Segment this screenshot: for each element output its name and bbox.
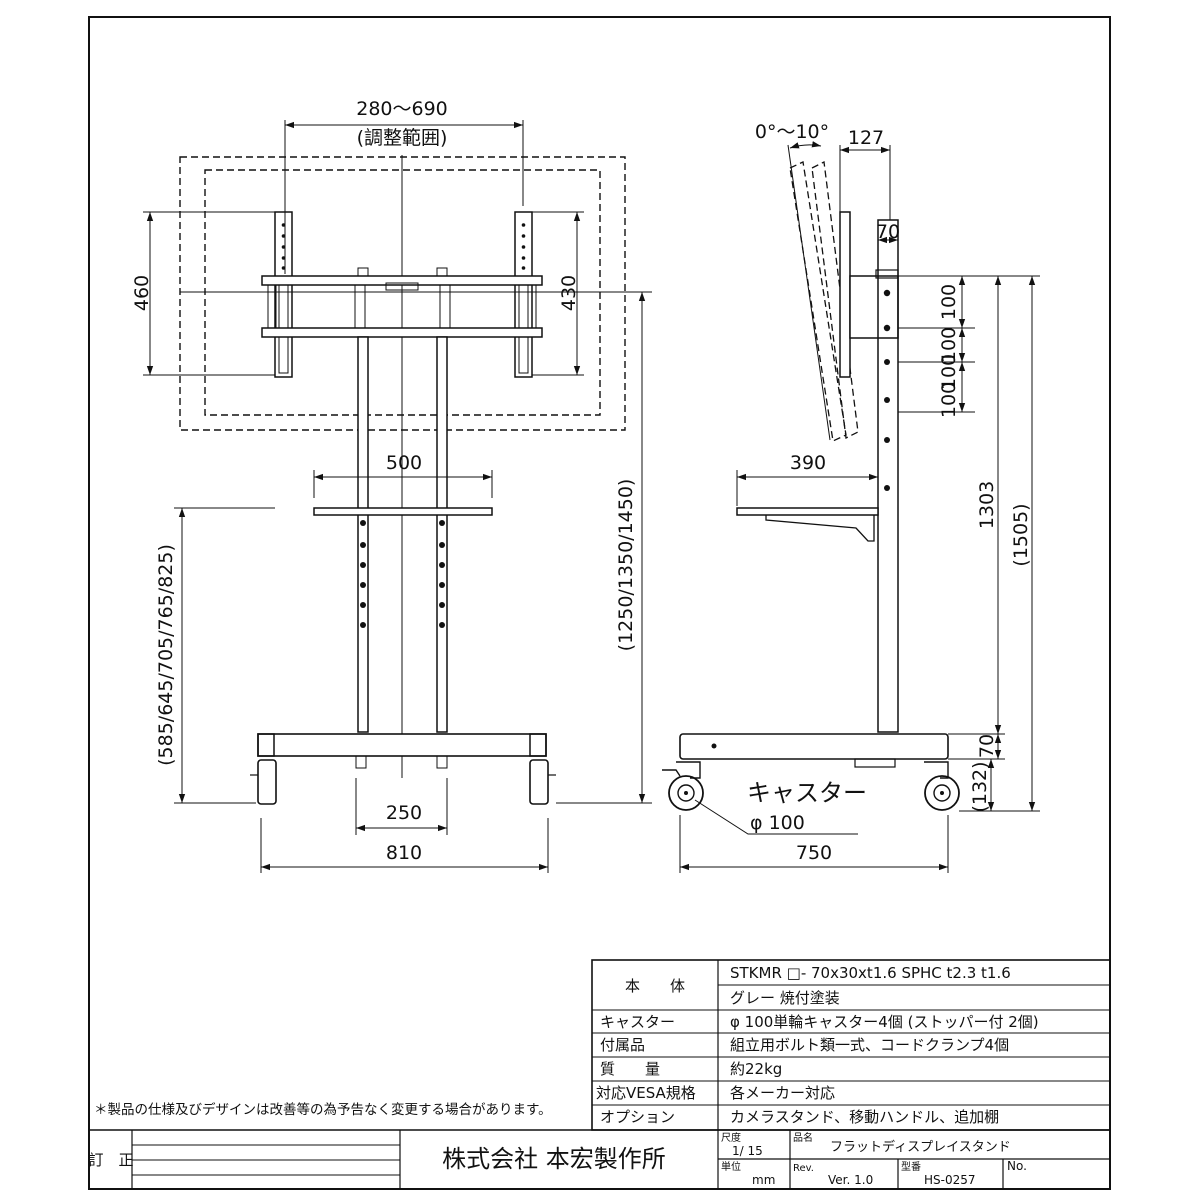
column-left (357, 336, 369, 733)
rev-label: Rev. (793, 1163, 814, 1174)
spec-label-vesa: 対応VESA規格 (596, 1084, 696, 1102)
spec-table (591, 959, 1111, 1131)
spec-value-body-2: グレー 焼付塗装 (730, 989, 840, 1007)
spec-value-vesa: 各メーカー対応 (730, 1084, 835, 1102)
dim-total-height: (1250/1350/1450) (615, 479, 637, 652)
unit-value: mm (752, 1173, 775, 1187)
disclaimer-note: ＊製品の仕様及びデザインは改善等の為予告なく変更する場合があります。 (94, 1101, 552, 1118)
rev-value: Ver. 1.0 (828, 1173, 873, 1187)
caster-wheel-right (924, 775, 960, 811)
display-side (839, 211, 851, 378)
dim-100-d: 100 (938, 382, 960, 418)
column-right (436, 336, 448, 733)
display-tilt-outline-2 (811, 161, 859, 439)
revision-label: 訂 正 (88, 1151, 133, 1169)
dim-750: 750 (796, 842, 832, 864)
spec-label-body: 本 体 (625, 977, 685, 995)
dim-adjust-note: (調整範囲) (357, 127, 448, 149)
no-label: No. (1007, 1159, 1027, 1173)
drawing-frame (88, 16, 1111, 1190)
dim-810: 810 (386, 842, 422, 864)
product-name: フラットディスプレイスタンド (830, 1139, 1011, 1155)
spec-value-caster: φ 100単輪キャスター4個 (ストッパー付 2個) (730, 1013, 1039, 1031)
dim-70-bottom: 70 (976, 734, 998, 758)
company-name: 株式会社 本宏製作所 (442, 1145, 666, 1173)
caster-front-right (529, 759, 549, 805)
front-view (179, 155, 626, 805)
spec-value-accessories: 組立用ボルト類一式、コードクランプ4個 (730, 1036, 1009, 1054)
dim-132: (132) (969, 761, 991, 812)
model-label: 型番 (901, 1160, 921, 1173)
spec-value-body-1: STKMR □- 70x30xt1.6 SPHC t2.3 t1.6 (730, 964, 1011, 982)
front-view-dimensions (143, 120, 652, 873)
base-side (679, 733, 949, 760)
dim-70-top: 70 (876, 221, 900, 243)
spec-value-options: カメラスタンド、移動ハンドル、追加棚 (730, 1108, 999, 1126)
shelf-front (313, 507, 493, 516)
dim-100-c: 100 (938, 354, 960, 390)
spec-label-caster: キャスター (600, 1013, 675, 1031)
scale-label: 尺度 (721, 1131, 741, 1144)
dim-tilt: 0°～10° (755, 121, 829, 143)
dim-500: 500 (386, 452, 422, 474)
column-side (877, 219, 899, 733)
front-view-holes (281, 223, 526, 628)
caster-wheel-left (668, 775, 704, 811)
dim-1303: 1303 (976, 481, 998, 529)
dim-adjust-range: 280～690 (356, 98, 448, 120)
dim-100-a: 100 (938, 284, 960, 320)
display-tilt-outline-1 (789, 161, 847, 442)
lower-rail (261, 327, 543, 338)
base-bar (257, 733, 547, 757)
shelf-side (736, 507, 879, 516)
spec-value-weight: 約22kg (730, 1060, 782, 1078)
caster-size: φ 100 (750, 812, 805, 834)
spec-label-weight: 質 量 (600, 1060, 660, 1078)
caster-front-left (257, 759, 277, 805)
scale-value: 1/ 15 (732, 1144, 763, 1158)
dim-430: 430 (558, 275, 580, 311)
dim-460: 460 (131, 275, 153, 311)
caster-label: キャスター (747, 779, 867, 807)
dim-shelf-height: (585/645/705/765/825) (155, 544, 177, 766)
side-view-holes (684, 289, 944, 795)
dim-250: 250 (386, 802, 422, 824)
model-value: HS-0257 (924, 1173, 976, 1187)
dim-100-b: 100 (938, 327, 960, 363)
upper-rail (261, 275, 543, 286)
dim-390: 390 (790, 452, 826, 474)
shelf-arm (765, 515, 875, 542)
spec-label-options: オプション (600, 1108, 675, 1126)
dim-127: 127 (848, 127, 884, 149)
spec-label-accessories: 付属品 (600, 1036, 645, 1054)
unit-label: 単位 (721, 1160, 741, 1173)
title-block (89, 1129, 1110, 1189)
tilt-bracket (849, 275, 899, 339)
product-label: 品名 (793, 1131, 813, 1144)
side-view-dimensions (679, 141, 1040, 873)
dim-1505: (1505) (1010, 503, 1032, 566)
